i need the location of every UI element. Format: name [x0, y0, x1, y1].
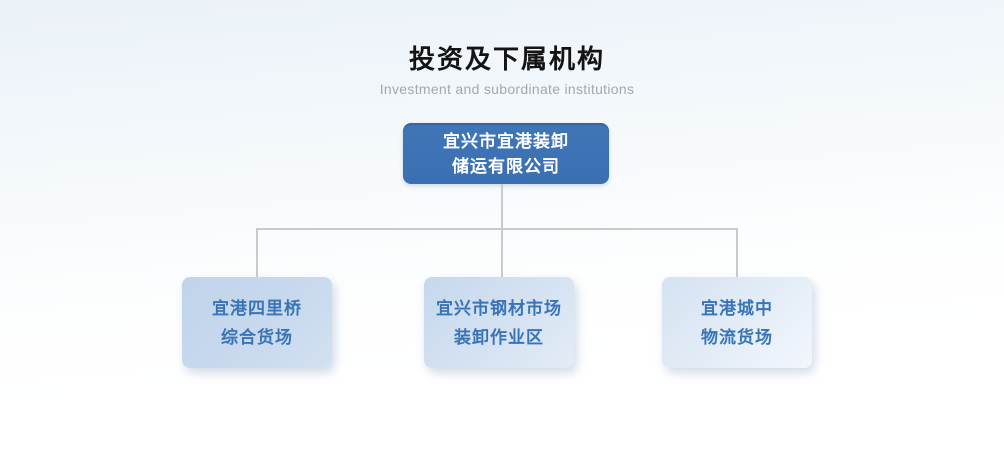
- org-node-child-2-label-line1: 宜兴市钢材市场: [436, 298, 562, 318]
- page-subtitle: Investment and subordinate institutions: [379, 81, 635, 97]
- connector-drop-middle: [501, 228, 503, 278]
- connector-drop-left: [256, 228, 258, 277]
- org-node-child-1-label-line2: 综合货场: [221, 327, 293, 347]
- connector-horizontal-bar: [256, 228, 738, 230]
- org-node-child-2: 宜兴市钢材市场 装卸作业区: [424, 277, 574, 368]
- org-node-child-1: 宜港四里桥 综合货场: [182, 277, 332, 368]
- org-node-child-3-label-line1: 宜港城中: [701, 298, 773, 318]
- connector-drop-right: [736, 228, 738, 280]
- connector-root-stem: [501, 184, 503, 229]
- org-node-child-3: 宜港城中 物流货场: [662, 277, 812, 368]
- org-node-root-label-line1: 宜兴市宜港装卸: [443, 131, 569, 151]
- org-node-root: 宜兴市宜港装卸 储运有限公司: [403, 123, 609, 184]
- org-node-root-label-line2: 储运有限公司: [452, 156, 560, 176]
- org-node-child-2-label-line2: 装卸作业区: [454, 327, 544, 347]
- org-node-child-3-label-line2: 物流货场: [701, 327, 773, 347]
- chart-header: 投资及下属机构 Investment and subordinate insti…: [5, 44, 1004, 97]
- org-node-child-1-label-line1: 宜港四里桥: [212, 298, 302, 318]
- page-title: 投资及下属机构: [408, 44, 605, 74]
